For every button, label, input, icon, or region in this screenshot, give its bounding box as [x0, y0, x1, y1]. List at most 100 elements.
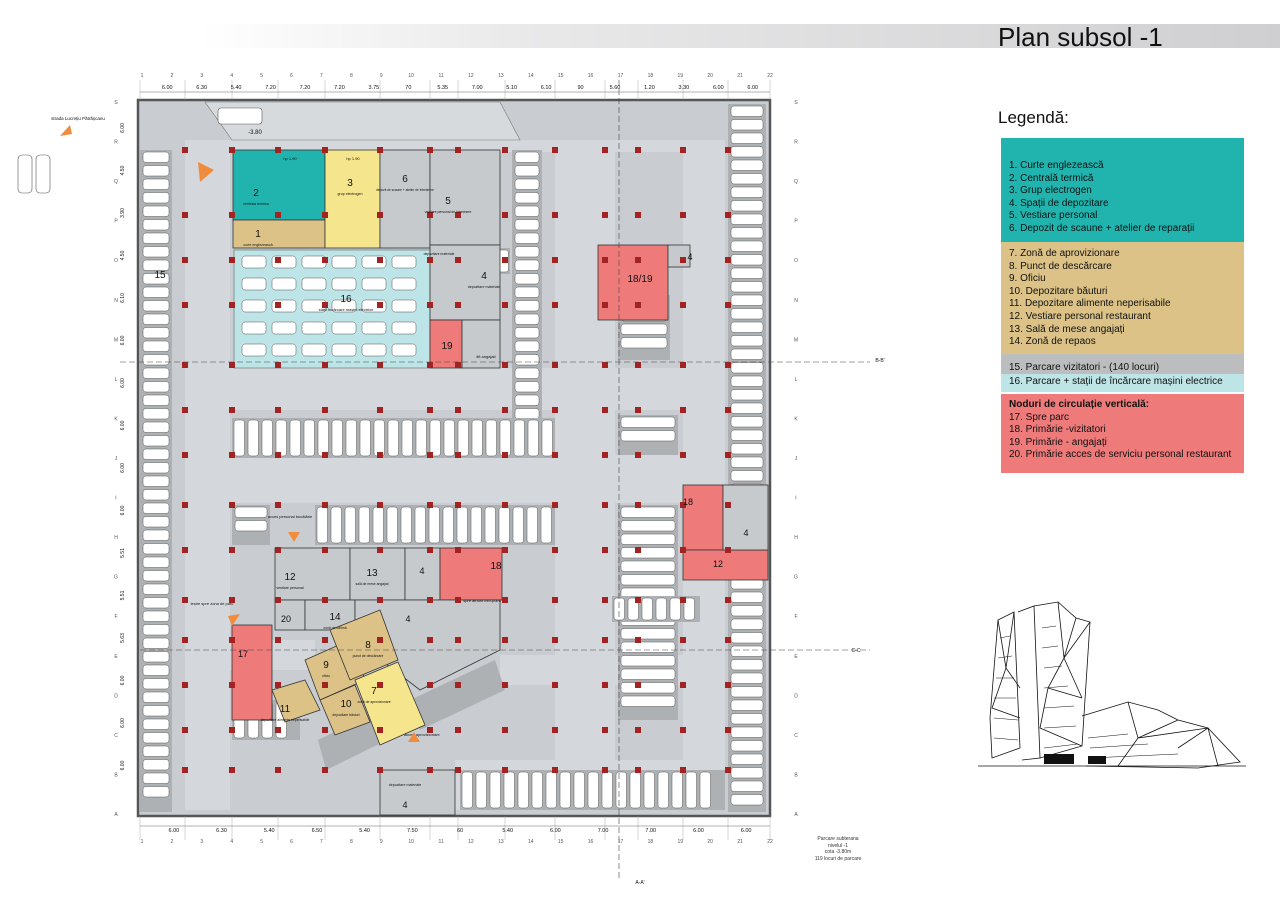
- structural-column: [229, 362, 235, 368]
- parked-car: [142, 637, 170, 649]
- parked-car: [443, 419, 455, 457]
- structural-column: [602, 257, 608, 263]
- building-sketch: [978, 601, 1246, 769]
- parked-car: [514, 313, 540, 325]
- parked-car: [301, 277, 327, 291]
- axis-letter: C: [114, 733, 118, 739]
- parked-car: [498, 506, 510, 544]
- parked-car: [601, 771, 613, 809]
- room-number-16: 16: [340, 294, 352, 305]
- axis-letter: G: [794, 575, 798, 581]
- room-3: [324, 149, 381, 249]
- structural-column: [455, 637, 461, 643]
- structural-column: [635, 407, 641, 413]
- parked-car: [414, 506, 426, 544]
- room-number-6: 6: [402, 174, 408, 185]
- parked-car: [142, 664, 170, 676]
- parked-car: [514, 354, 540, 366]
- axis-letter: C: [794, 733, 798, 739]
- left-dimension: 5.51: [120, 590, 126, 600]
- parked-car: [620, 547, 676, 559]
- top-dimension: 70: [405, 85, 411, 91]
- parked-car: [471, 419, 483, 457]
- annotation: acces aprovizionare: [404, 732, 440, 737]
- parked-car: [527, 419, 539, 457]
- legend-group-technical: 1. Curte englezească 2. Centrală termică…: [1001, 138, 1244, 242]
- parked-car: [514, 219, 540, 231]
- axis-number: 22: [767, 73, 773, 79]
- axis-number: 13: [498, 839, 504, 845]
- axis-letter: R: [114, 140, 118, 146]
- parked-car: [485, 419, 497, 457]
- bottom-dimension: 6.00: [693, 828, 704, 834]
- parked-car: [730, 659, 764, 671]
- parked-car: [514, 178, 540, 190]
- structural-column: [377, 257, 383, 263]
- parked-car: [730, 672, 764, 684]
- parked-car: [391, 299, 417, 313]
- structural-column: [602, 407, 608, 413]
- left-dimension: 6.00: [120, 378, 126, 388]
- axis-number: 17: [618, 839, 624, 845]
- structural-column: [725, 767, 731, 773]
- axis-letter: M: [794, 337, 798, 343]
- structural-column: [377, 767, 383, 773]
- top-dimension: 6.00: [747, 85, 758, 91]
- parked-car: [730, 362, 764, 374]
- parked-car: [620, 533, 676, 545]
- bottom-dimension: 6.00: [168, 828, 179, 834]
- room-label: vestiare personal: [276, 586, 304, 590]
- structural-column: [275, 502, 281, 508]
- parked-car: [730, 699, 764, 711]
- room-1: [232, 219, 326, 249]
- axis-letter: Q: [114, 179, 118, 185]
- structural-column: [602, 147, 608, 153]
- parked-car: [142, 489, 170, 501]
- parked-car: [730, 159, 764, 171]
- left-dimension: 5.63: [120, 633, 126, 643]
- structural-column: [502, 452, 508, 458]
- structural-column: [377, 727, 383, 733]
- room-number-18/19: 18/19: [627, 274, 652, 285]
- parked-car: [241, 343, 267, 357]
- section-label: A-A': [635, 880, 644, 886]
- arrow-icon: [288, 532, 300, 542]
- driving-lane: [185, 150, 230, 810]
- parked-car: [142, 408, 170, 420]
- parked-car: [241, 277, 267, 291]
- structural-column: [229, 767, 235, 773]
- room-number-10: 10: [340, 699, 352, 710]
- structural-column: [502, 212, 508, 218]
- structural-column: [502, 502, 508, 508]
- parked-car: [730, 227, 764, 239]
- structural-column: [602, 767, 608, 773]
- top-dimension: 7.20: [300, 85, 311, 91]
- legend-item: 16. Parcare + stații de încărcare mașini…: [1009, 376, 1223, 387]
- parked-car: [730, 780, 764, 792]
- parked-car: [142, 205, 170, 217]
- parked-car: [415, 419, 427, 457]
- axis-number: 17: [618, 73, 624, 79]
- axis-number: 18: [648, 839, 654, 845]
- structural-column: [229, 547, 235, 553]
- structural-column: [427, 362, 433, 368]
- legend-group-parking: 15. Parcare vizitatori - (140 locuri): [1001, 354, 1244, 374]
- bottom-dimension: 6.50: [312, 828, 323, 834]
- structural-column: [502, 727, 508, 733]
- parked-car: [391, 343, 417, 357]
- parked-car: [391, 321, 417, 335]
- parked-car: [359, 419, 371, 457]
- structural-column: [455, 407, 461, 413]
- structural-column: [502, 257, 508, 263]
- legend-item: 5. Vestiare personal: [1009, 210, 1098, 222]
- axis-number: 21: [737, 839, 743, 845]
- parked-car: [730, 254, 764, 266]
- axis-number: 4: [230, 839, 233, 845]
- parked-car: [142, 340, 170, 352]
- left-dimension: 6.00: [120, 718, 126, 728]
- legend-item: 1. Curte englezească: [1009, 160, 1104, 171]
- parked-car: [730, 173, 764, 185]
- bottom-dimension: 7.50: [407, 828, 418, 834]
- left-dimension: 6.00: [120, 420, 126, 430]
- axis-letter: O: [794, 258, 798, 264]
